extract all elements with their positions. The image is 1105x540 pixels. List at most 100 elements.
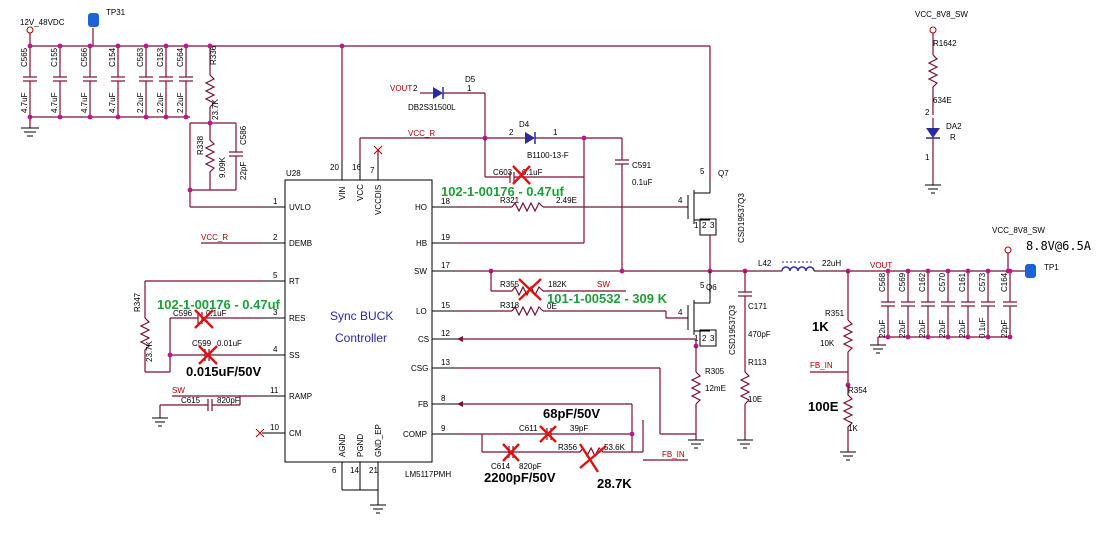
c603-val: 0.1uF: [522, 168, 543, 177]
cap-ref: C162: [918, 272, 927, 292]
r318-ref: R318: [500, 301, 520, 310]
c615-ref: C615: [181, 396, 201, 405]
tp31-label: TP31: [106, 8, 126, 17]
r354-ref: R354: [848, 386, 868, 395]
pin-name: HB: [416, 239, 427, 248]
note-c611: 68pF/50V: [543, 406, 600, 421]
svg-text:4: 4: [678, 308, 683, 317]
pin-num: 7: [370, 166, 375, 175]
d5-pin2: 2: [413, 84, 418, 93]
x-mark-c614: [502, 443, 520, 462]
c611-ref: C611: [519, 424, 538, 433]
low-side-gate: R318 0E: [457, 301, 688, 319]
c586-ref: C586: [239, 125, 248, 145]
pin-name: PGND: [356, 434, 365, 457]
note-r354: 100E: [808, 399, 839, 414]
mosfet-q6: 5 4 1 2 3 Q6 CSD19537Q3: [678, 271, 737, 355]
c599-val: 0.01uF: [217, 339, 242, 348]
cap-value: 4.7uF: [50, 92, 59, 113]
pin-name: FB: [418, 400, 428, 409]
c171-val: 470pF: [748, 330, 771, 339]
cap-value: 22uF: [938, 320, 947, 338]
ic-title-1: Sync BUCK: [330, 309, 393, 323]
rework-x-marks: [194, 165, 607, 473]
pin-num: 1: [273, 197, 278, 206]
r351-val: 10K: [820, 339, 835, 348]
pin-name: AGND: [338, 434, 347, 457]
q7-part: CSD19537Q3: [737, 193, 746, 243]
cap-value: 22uF: [898, 320, 907, 338]
pin-num: 2: [273, 233, 278, 242]
c615-val: 820pF: [217, 396, 240, 405]
r354-val: 1K: [848, 424, 858, 433]
pin-num: 11: [270, 386, 279, 395]
output-stage: L42 22uH VOUT R351 10K FB_IN R354 1K TP1…: [758, 226, 1059, 461]
cap-ref: C566: [80, 47, 89, 67]
cap-ref: C164: [1000, 272, 1009, 292]
pin-name: CSG: [411, 364, 428, 373]
vout-label-d5: VOUT: [390, 84, 412, 93]
c171-ref: C171: [748, 302, 768, 311]
c603-ref: C603: [493, 168, 513, 177]
l42-ref: L42: [758, 259, 772, 268]
input-cap-c563: C563 2.2uF: [136, 43, 153, 120]
green-note-c603: 102-1-00176 - 0.47uf: [441, 184, 565, 199]
pin-num: 8: [441, 394, 446, 403]
green-note-c596: 102-1-00176 - 0.47uf: [157, 297, 281, 312]
cap-ref: C573: [978, 272, 987, 292]
da2-val: R: [950, 133, 956, 142]
r113-val: 10E: [748, 395, 762, 404]
pin-name: GND_EP: [374, 424, 383, 457]
note-c614: 2200pF/50V: [484, 470, 556, 485]
svg-text:4: 4: [678, 196, 683, 205]
r1642-ref: R1642: [933, 39, 957, 48]
ic-part: LM5117PMH: [405, 470, 451, 479]
cap-ref: C563: [136, 47, 145, 67]
r305-ref: R305: [705, 367, 725, 376]
bottom-pins: 6 14 21 AGND PGND GND_EP: [332, 424, 386, 514]
r351-ref: R351: [825, 309, 845, 318]
pin-num: 4: [273, 345, 278, 354]
l42-val: 22uH: [822, 259, 841, 268]
svg-text:3: 3: [710, 221, 715, 230]
vcc8v8-label-out: VCC_8V8_SW: [992, 226, 1045, 235]
pin-name: HO: [415, 203, 427, 212]
vin-to-ic: [339, 43, 711, 180]
ic-body: [284, 179, 433, 463]
cap-ref: C153: [156, 47, 165, 67]
left-pin-labels: 1 UVLO 2 DEMB 5 RT 3 RES 4 SS 11 RAMP 10…: [270, 197, 312, 438]
cap-value: 22uF: [958, 320, 967, 338]
mosfet-q7: 5 4 1 2 3 Q7 CSD19537Q3: [678, 167, 746, 271]
r356-val: 53.6K: [604, 443, 626, 452]
r338-val: 9.09K: [218, 156, 227, 178]
left-pin-stubs: [262, 206, 285, 434]
d5-part: DB2S31500L: [408, 103, 456, 112]
pin-name: RES: [289, 314, 305, 323]
cap-value: 4.7uF: [108, 92, 117, 113]
pin-num: 17: [441, 261, 450, 270]
pin-num: 14: [350, 466, 359, 475]
r321-val: 2.49E: [556, 196, 577, 205]
tp1-marker: [1025, 264, 1036, 278]
pin-num: 12: [441, 329, 450, 338]
c596-val: 0.1uF: [206, 309, 227, 318]
tp1-label: TP1: [1044, 263, 1059, 272]
ic-ref: U28: [286, 169, 301, 178]
led-indicator: VCC_8V8_SW R1642 634E 2 1 DA2 R: [915, 10, 968, 194]
d5-ref: D5: [465, 75, 476, 84]
x-mark-r356: [578, 443, 607, 473]
vout-label-out: VOUT: [870, 261, 892, 270]
pin-name: RAMP: [289, 392, 312, 401]
cap-value: 2.2uF: [136, 92, 145, 113]
d4-ref: D4: [519, 120, 530, 129]
pin-name: LO: [416, 307, 427, 316]
input-capacitors: C5654.7uFC1554.7uFC5664.7uFC1544.7uFC563…: [20, 43, 193, 120]
